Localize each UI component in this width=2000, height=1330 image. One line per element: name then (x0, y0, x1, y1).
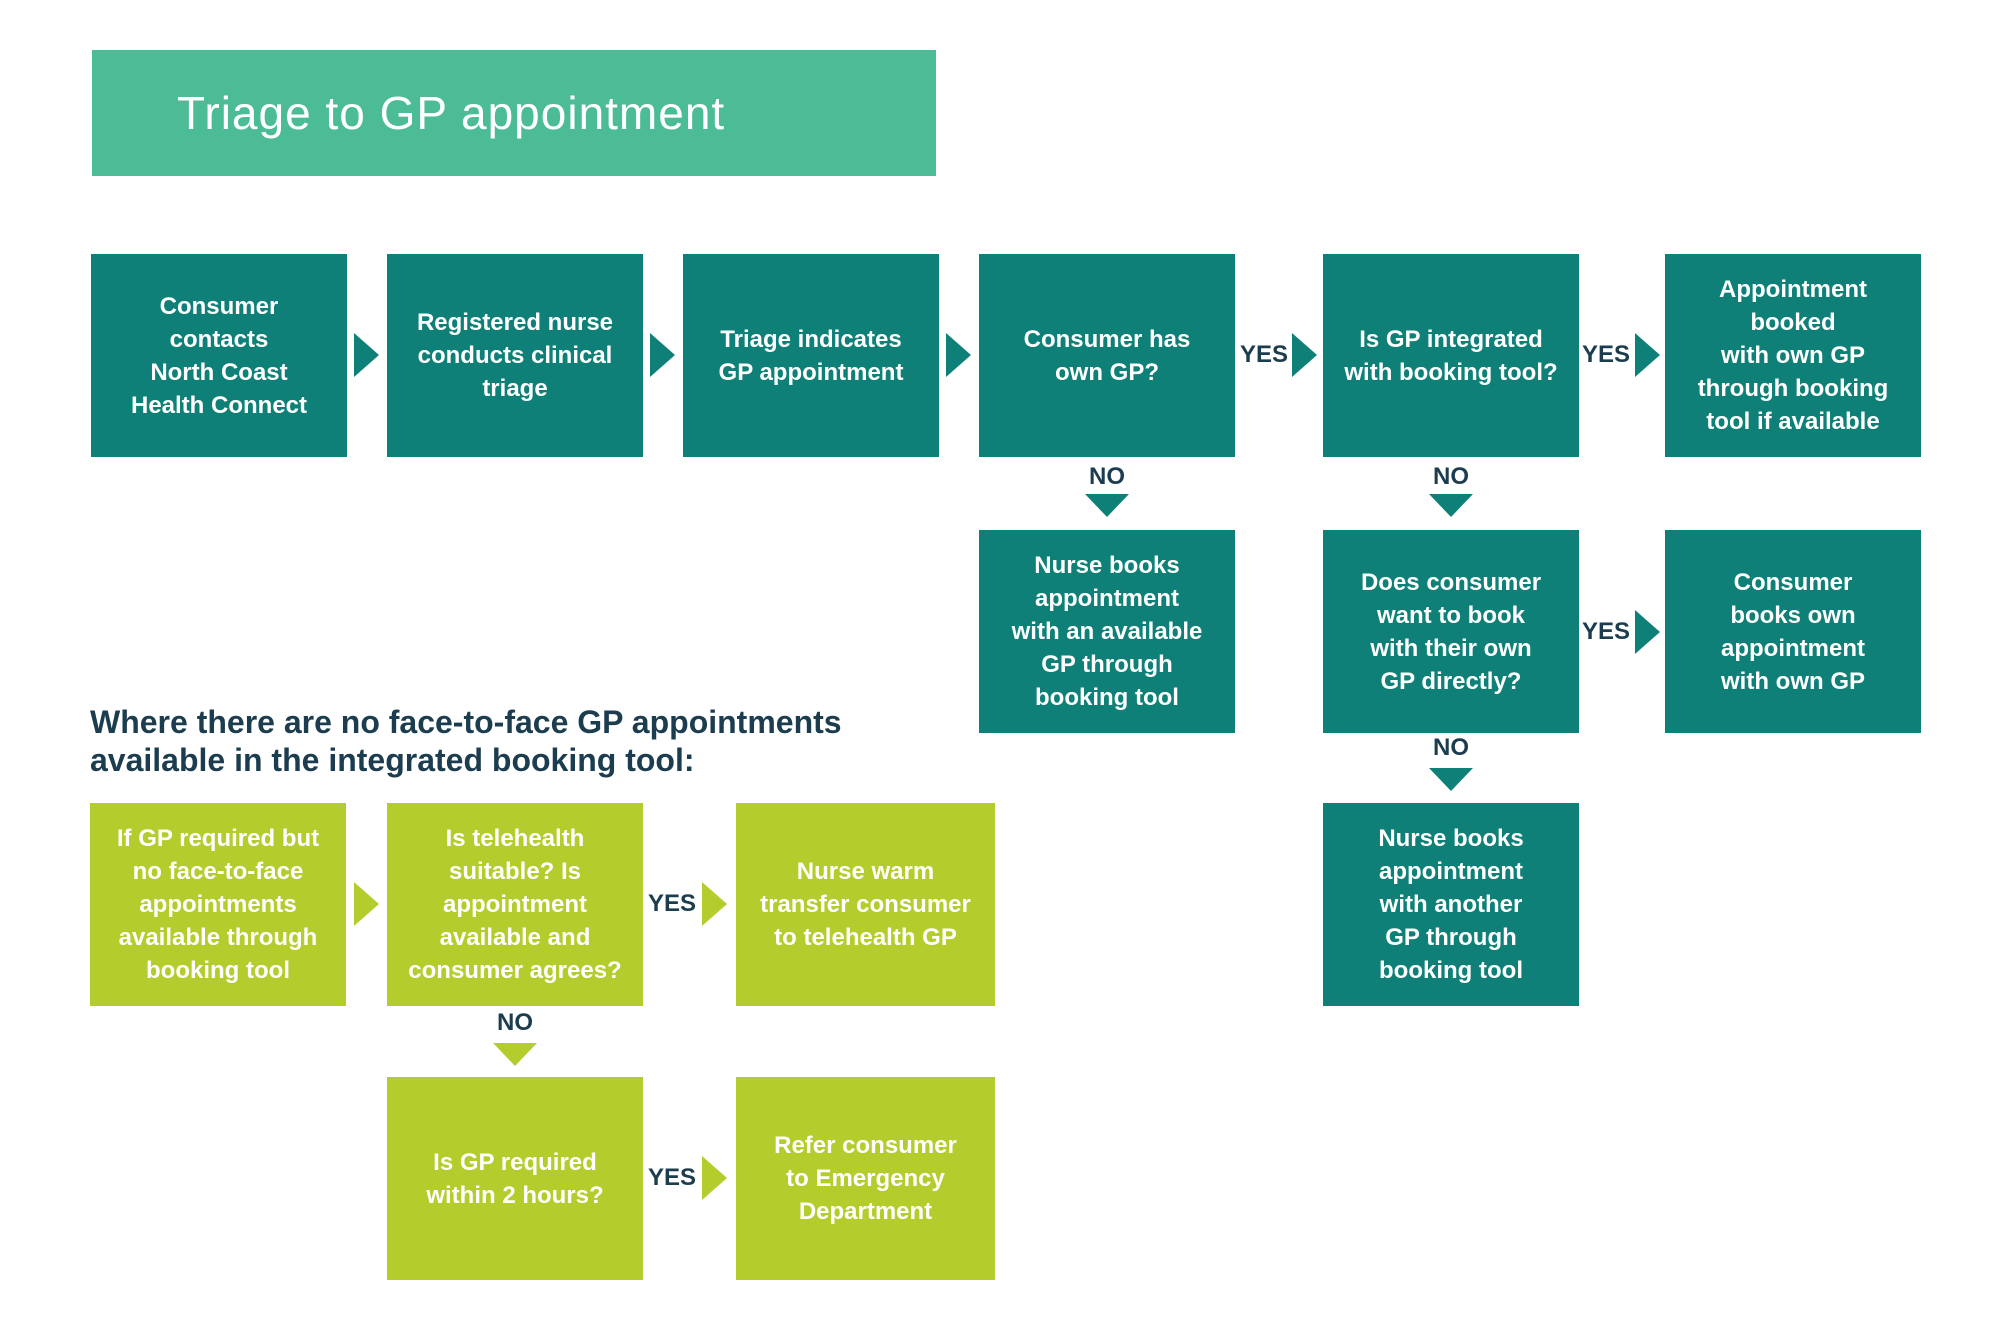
right-arrow-icon (1292, 333, 1317, 377)
right-arrow-icon (1635, 333, 1660, 377)
right-arrow-icon (650, 333, 675, 377)
right-arrow-icon (354, 882, 379, 926)
flow-node-gp-within-2-hours: Is GP required within 2 hours? (387, 1077, 643, 1280)
flow-node-telehealth-suitable: Is telehealth suitable? Is appointment a… (387, 803, 643, 1006)
flow-node-consumer-books-own: Consumer books own appointment with own … (1665, 530, 1921, 733)
no-label: NO (1433, 463, 1469, 490)
yes-label: YES (647, 1164, 697, 1191)
no-label: NO (1433, 734, 1469, 761)
right-arrow-icon (354, 333, 379, 377)
down-arrow-icon (1429, 768, 1473, 791)
flow-node-nurse-books-another: Nurse books appointment with another GP … (1323, 803, 1579, 1006)
right-arrow-icon (702, 1156, 727, 1200)
flow-node-gp-required-no-f2f: If GP required but no face-to-face appoi… (90, 803, 346, 1006)
yes-label: YES (1581, 341, 1631, 368)
right-arrow-icon (702, 882, 727, 926)
flow-node-book-directly: Does consumer want to book with their ow… (1323, 530, 1579, 733)
down-arrow-icon (1429, 494, 1473, 517)
flow-node-gp-integrated: Is GP integrated with booking tool? (1323, 254, 1579, 457)
flow-node-warm-transfer: Nurse warm transfer consumer to teleheal… (736, 803, 995, 1006)
right-arrow-icon (1635, 610, 1660, 654)
no-label: NO (1089, 463, 1125, 490)
yes-label: YES (1581, 618, 1631, 645)
down-arrow-icon (493, 1043, 537, 1066)
flow-node-refer-ed: Refer consumer to Emergency Department (736, 1077, 995, 1280)
no-label: NO (497, 1009, 533, 1036)
flow-node-booked-own-gp: Appointment booked with own GP through b… (1665, 254, 1921, 457)
right-arrow-icon (946, 333, 971, 377)
down-arrow-icon (1085, 494, 1129, 517)
page-title: Triage to GP appointment (177, 87, 726, 139)
flow-node-contact: Consumer contacts North Coast Health Con… (91, 254, 347, 457)
flow-node-nurse-books-available: Nurse books appointment with an availabl… (979, 530, 1235, 733)
title-banner: Triage to GP appointment (92, 50, 936, 176)
section-heading: Where there are no face-to-face GP appoi… (90, 704, 842, 778)
yes-label: YES (647, 890, 697, 917)
flow-node-own-gp: Consumer has own GP? (979, 254, 1235, 457)
flow-node-indicates-gp: Triage indicates GP appointment (683, 254, 939, 457)
flow-node-triage: Registered nurse conducts clinical triag… (387, 254, 643, 457)
yes-label: YES (1239, 341, 1289, 368)
